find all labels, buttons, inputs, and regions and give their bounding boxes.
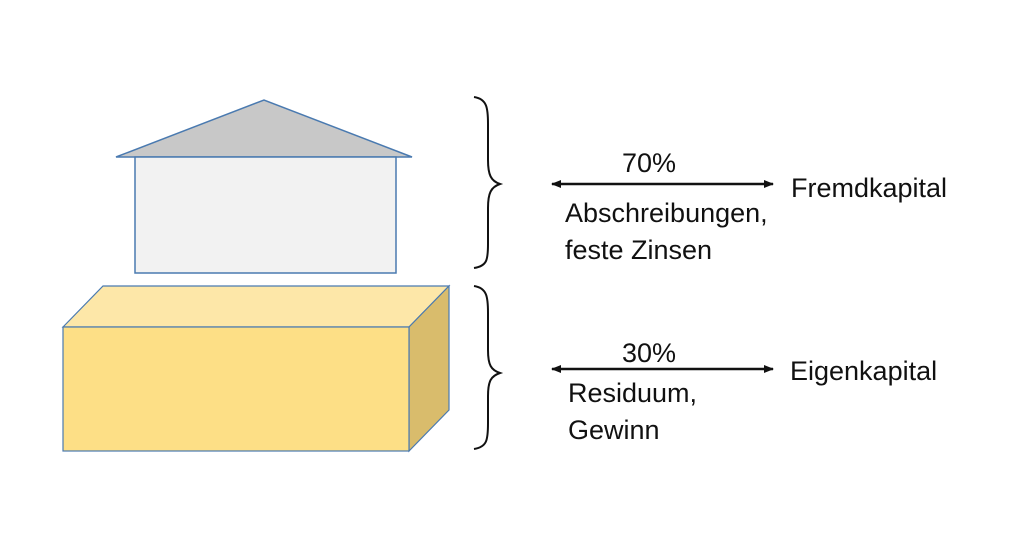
upper-brace [473,96,504,269]
block-top-face [61,285,451,328]
lower-description-line2: Gewinn [568,415,660,445]
house-roof [115,99,413,158]
house-body [134,156,397,274]
upper-capital-label: Fremdkapital [791,173,948,203]
upper-description-line1: Abschreibungen, [565,198,768,228]
lower-brace [473,285,504,450]
upper-description-line2: feste Zinsen [565,235,713,265]
foundation-block [61,284,451,453]
house-shape [115,99,413,274]
block-front-face [62,326,410,452]
lower-percent-label: 30% [622,338,677,368]
upper-percent-label: 70% [622,148,677,178]
lower-description-line1: Residuum, [568,378,698,408]
lower-capital-label: Eigenkapital [790,356,938,386]
